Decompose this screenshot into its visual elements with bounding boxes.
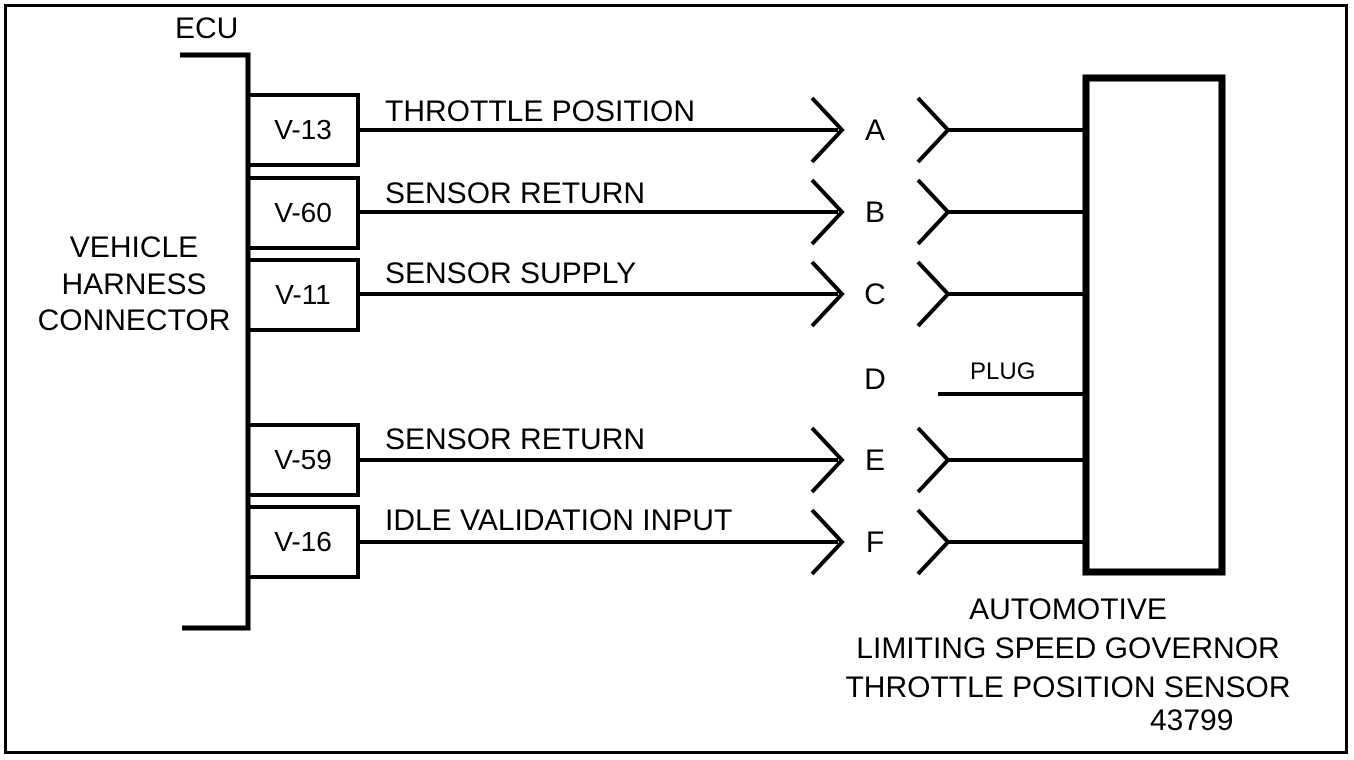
device-caption: AUTOMOTIVE LIMITING SPEED GOVERNOR THROT… <box>790 590 1346 707</box>
device-caption-line-1: AUTOMOTIVE <box>969 593 1167 626</box>
ecu-label: ECU <box>175 12 239 45</box>
connector-label-v13: V-13 <box>274 114 332 145</box>
pin-label-c: C <box>864 278 886 311</box>
plug-label: PLUG <box>970 358 1036 385</box>
signal-label-sensor-return-e: SENSOR RETURN <box>385 423 646 456</box>
vhc-line-3: CONNECTOR <box>37 304 231 338</box>
wire-row-f <box>358 508 1088 576</box>
device-caption-line-2: LIMITING SPEED GOVERNOR <box>856 632 1280 665</box>
page-border-frame <box>4 4 1348 754</box>
signal-label-sensor-supply: SENSOR SUPPLY <box>385 257 637 290</box>
ecu-bracket <box>180 52 251 631</box>
pin-label-b: B <box>864 196 885 229</box>
pin-label-d: D <box>864 363 886 396</box>
connector-label-v16: V-16 <box>274 526 332 557</box>
sensor-body-box[interactable] <box>1082 74 1226 576</box>
pin-label-a: A <box>864 114 885 147</box>
vhc-line-1: VEHICLE <box>69 231 199 264</box>
connector-label-v11: V-11 <box>275 279 331 310</box>
wire-row-b <box>358 178 1088 246</box>
wire-row-e <box>358 426 1088 494</box>
wire-row-a <box>358 96 1088 164</box>
wire-row-c <box>358 260 1088 328</box>
device-caption-line-3: THROTTLE POSITION SENSOR <box>845 671 1291 704</box>
pin-label-f: F <box>865 526 885 559</box>
signal-label-sensor-return-b: SENSOR RETURN <box>385 177 646 210</box>
signal-label-idle-validation-input: IDLE VALIDATION INPUT <box>385 504 733 537</box>
figure-number: 43799 <box>1150 704 1234 737</box>
pin-label-e: E <box>864 444 885 477</box>
signal-label-throttle-position: THROTTLE POSITION <box>385 95 696 128</box>
vhc-line-2: HARNESS <box>61 267 207 301</box>
vehicle-harness-connector-label: VEHICLE HARNESS CONNECTOR <box>30 230 238 340</box>
connector-label-v60: V-60 <box>274 197 332 228</box>
connector-label-v59: V-59 <box>274 444 332 475</box>
